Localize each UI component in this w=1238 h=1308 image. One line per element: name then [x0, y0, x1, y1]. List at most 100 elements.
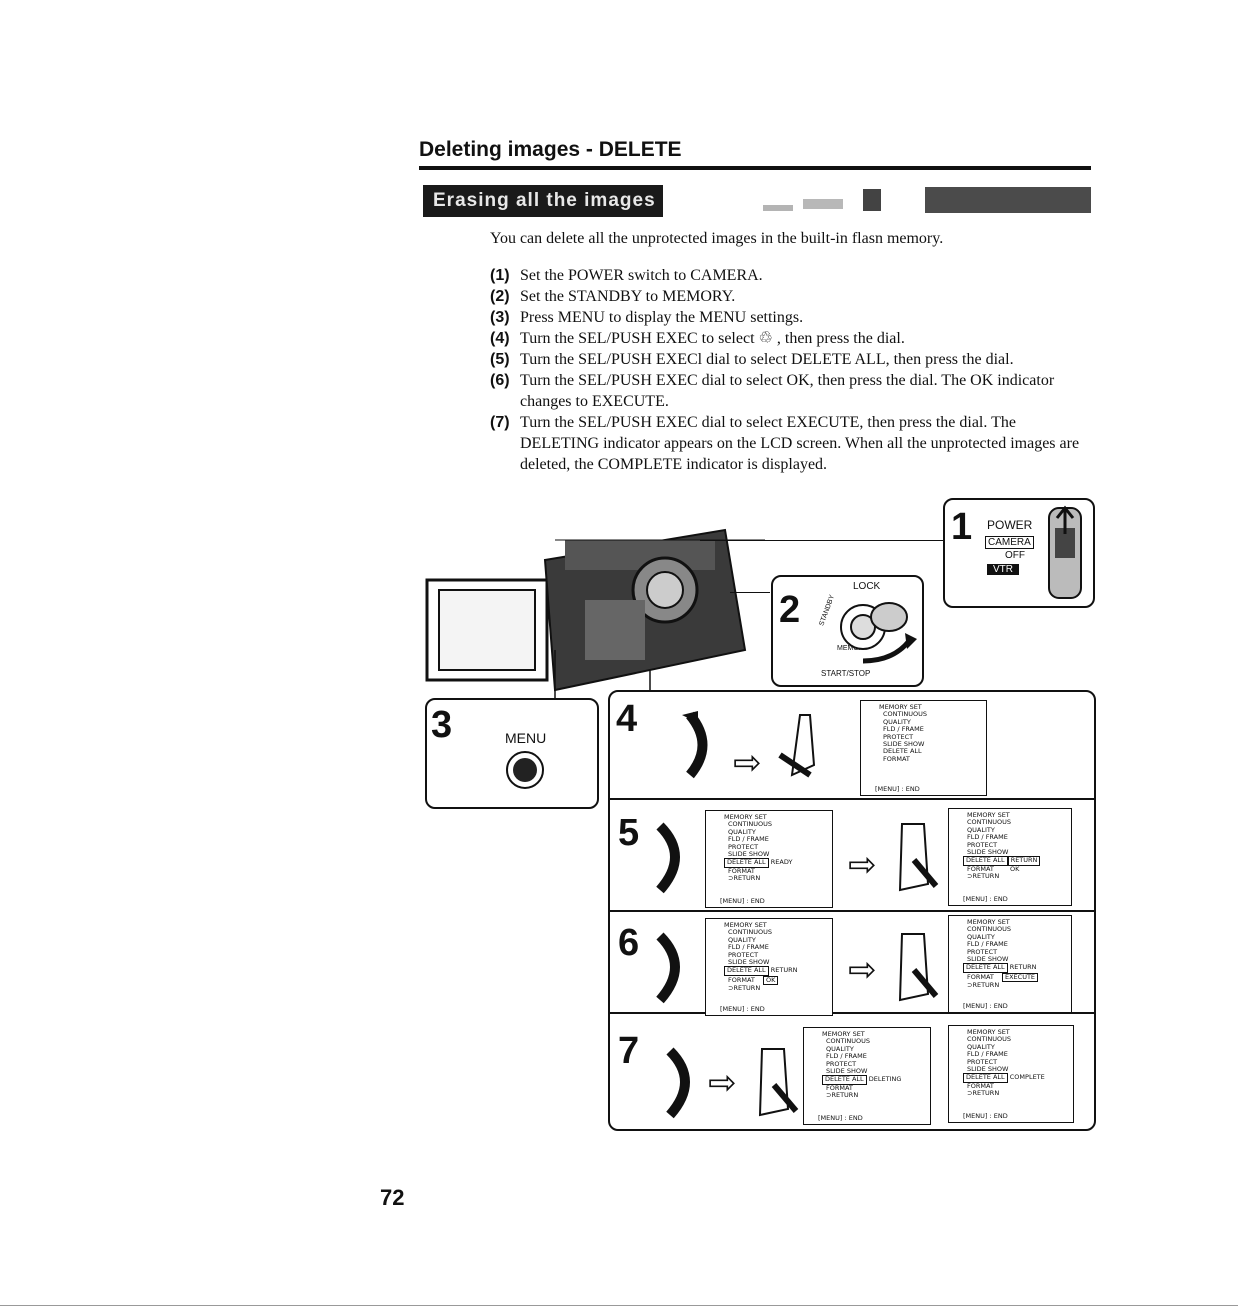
lcd-selected-line: DELETE ALL — [724, 966, 769, 976]
step-number: (6) — [490, 372, 510, 389]
lcd-screen-6a: MEMORY SET CONTINUOUS QUALITY FLD / FRAM… — [705, 918, 833, 1016]
lcd-line: PROTECT — [967, 840, 998, 849]
memory-label: MEMORY — [837, 645, 869, 652]
step-number: (1) — [490, 267, 510, 284]
lcd-line: CONTINUOUS — [826, 1037, 871, 1046]
lcd-line: FORMAT — [967, 1081, 994, 1090]
lcd-line: PROTECT — [967, 1057, 998, 1066]
lcd-line: DELETE ALL — [883, 747, 922, 756]
lcd-line: FLD / FRAME — [967, 940, 1008, 949]
lcd-footer: [MENU] : END — [720, 1004, 765, 1013]
lcd-option: RETURN — [1007, 856, 1041, 866]
lcd-line: PROTECT — [728, 950, 759, 959]
lcd-line: PROTECT — [883, 732, 914, 741]
lcd-line: QUALITY — [967, 1042, 995, 1051]
lcd-line: SLIDE SHOW — [967, 848, 1009, 857]
lcd-option: OK — [762, 975, 779, 986]
box-number: 1 — [951, 506, 973, 548]
step-text: Press MENU to display the MENU settings. — [520, 309, 804, 326]
lcd-footer: [MENU] : END — [818, 1113, 863, 1122]
box-number: 2 — [779, 589, 801, 631]
lcd-line: CONTINUOUS — [883, 710, 928, 719]
step2-box: 2 LOCK STANDBY MEMORY START/STOP — [771, 575, 924, 687]
lcd-screen-7a: MEMORY SET CONTINUOUS QUALITY FLD / FRAM… — [803, 1027, 931, 1125]
step-6: (6)Turn the SEL/PUSH EXEC dial to select… — [490, 370, 1090, 412]
lcd-screen-5b: MEMORY SET CONTINUOUS QUALITY FLD / FRAM… — [948, 808, 1072, 906]
box-number: 3 — [431, 704, 453, 746]
next-arrow-icon: ⇨ — [848, 950, 877, 990]
step-5: (5) Turn the SEL/PUSH EXECl dial to selec… — [490, 349, 1090, 370]
step-text: Turn the SEL/PUSH EXEC dial to select EX… — [520, 414, 1080, 473]
lcd-screen-5a: MEMORY SET CONTINUOUS QUALITY FLD / FRAM… — [705, 810, 833, 908]
lcd-status: COMPLETE — [1009, 1073, 1045, 1082]
divider — [610, 798, 1094, 800]
step-text: Turn the SEL/PUSH EXEC to select ♲ , the… — [520, 330, 905, 347]
lcd-line: SLIDE SHOW — [826, 1067, 868, 1076]
lcd-line: FORMAT — [728, 866, 755, 875]
box-number: 6 — [618, 922, 640, 964]
lcd-line: FORMAT — [826, 1083, 853, 1092]
lcd-line: QUALITY — [967, 932, 995, 941]
menu-label: MENU — [505, 730, 547, 746]
divider — [610, 1012, 1094, 1014]
banner-dark-band — [423, 185, 663, 217]
lcd-line: FLD / FRAME — [728, 835, 769, 844]
lcd-option: RETURN — [770, 966, 798, 975]
camcorder-illustration — [425, 528, 765, 700]
startstop-label: START/STOP — [821, 669, 871, 678]
lcd-line: FLD / FRAME — [883, 725, 924, 734]
lcd-line: MEMORY SET — [724, 813, 767, 821]
lcd-selected-line: DELETE ALL — [963, 856, 1008, 866]
step-7: (7)Turn the SEL/PUSH EXEC dial to select… — [490, 412, 1090, 475]
step-text: Set the STANDBY to MEMORY. — [520, 288, 736, 305]
lcd-line: FLD / FRAME — [967, 1050, 1008, 1059]
box-number: 5 — [618, 812, 640, 854]
off-label: OFF — [1005, 550, 1025, 561]
lcd-line: FORMAT — [883, 754, 910, 763]
step-list: (1)Set the POWER switch to CAMERA. (2)Se… — [490, 265, 1090, 475]
lcd-line: PROTECT — [967, 947, 998, 956]
step-number: (5) — [490, 351, 510, 368]
lcd-screen-7b: MEMORY SET CONTINUOUS QUALITY FLD / FRAM… — [948, 1025, 1074, 1123]
lcd-option: OK — [1009, 864, 1020, 873]
section-banner: Erasing all the images — [423, 185, 1091, 217]
step-4: (4)Turn the SEL/PUSH EXEC to select ♲ , … — [490, 328, 1090, 349]
next-arrow-icon: ⇨ — [733, 743, 762, 783]
lcd-line: SLIDE SHOW — [967, 1065, 1009, 1074]
lcd-line: ⊃RETURN — [967, 981, 1000, 990]
lcd-footer: [MENU] : END — [875, 784, 920, 793]
lcd-status: READY — [770, 858, 793, 867]
lcd-screen-4: MEMORY SET CONTINUOUS QUALITY FLD / FRAM… — [860, 700, 987, 796]
power-switch-icon — [1048, 505, 1082, 599]
dial-press-icon — [898, 933, 939, 1002]
lcd-line: FLD / FRAME — [826, 1052, 867, 1061]
banner-speckle — [763, 187, 1091, 213]
lcd-line: SLIDE SHOW — [728, 958, 770, 967]
menu-button-icon — [506, 751, 544, 789]
lcd-line: CONTINUOUS — [728, 928, 773, 937]
banner-text: Erasing all the images — [433, 190, 656, 211]
lcd-line: SLIDE SHOW — [728, 850, 770, 859]
box-number: 4 — [616, 698, 638, 740]
step-text: Turn the SEL/PUSH EXECl dial to select D… — [520, 351, 1014, 368]
lcd-line: ⊃RETURN — [728, 984, 761, 993]
lcd-line: ⊃RETURN — [826, 1091, 859, 1100]
lcd-option: RETURN — [1009, 963, 1037, 972]
lcd-line: ⊃RETURN — [728, 874, 761, 883]
lcd-line: QUALITY — [883, 717, 911, 726]
lcd-line: FORMAT — [967, 972, 994, 981]
lcd-line: FORMAT — [967, 864, 994, 873]
dial-turn-press-icon — [666, 1047, 799, 1119]
title-rule — [419, 166, 1091, 170]
lcd-line: QUALITY — [826, 1044, 854, 1053]
lcd-selected-line: DELETE ALL — [963, 963, 1008, 973]
lock-label: LOCK — [853, 581, 881, 592]
intro-text: You can delete all the unprotected image… — [490, 230, 944, 247]
dial-press-icon — [898, 823, 939, 892]
camera-label: CAMERA — [985, 536, 1034, 549]
step-number: (2) — [490, 288, 510, 305]
dial-turn-icon — [656, 822, 680, 894]
lcd-line: ⊃RETURN — [967, 1089, 1000, 1098]
step-3: (3)Press MENU to display the MENU settin… — [490, 307, 1090, 328]
step-2: (2) Set the STANDBY to MEMORY. — [490, 286, 1090, 307]
